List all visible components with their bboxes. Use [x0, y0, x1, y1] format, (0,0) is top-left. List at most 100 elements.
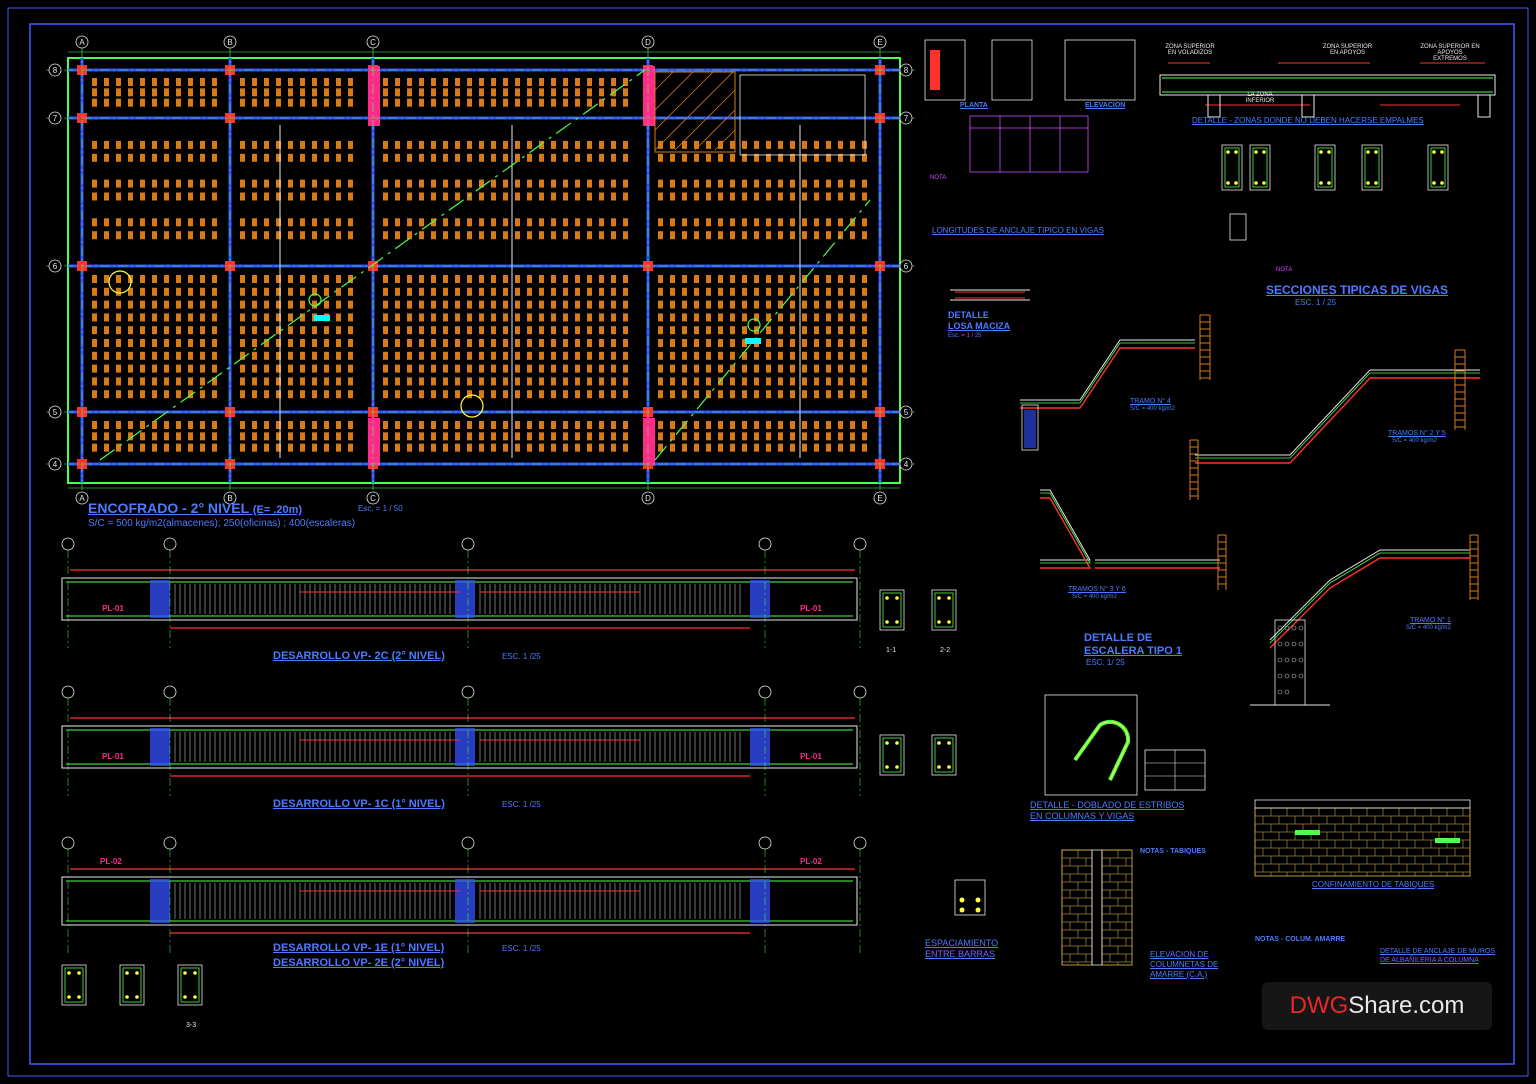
joist-brick: [212, 339, 217, 347]
joist-brick: [682, 287, 687, 296]
stirrup-bend-detail: [1044, 694, 1206, 796]
joist-brick: [336, 313, 341, 322]
joist-brick: [826, 300, 831, 309]
joist-brick: [527, 140, 532, 149]
joist-brick: [419, 390, 424, 399]
joist-brick: [503, 364, 508, 373]
joist-brick: [348, 275, 353, 283]
beam-vp1c-support: [750, 728, 770, 766]
joist-brick: [276, 300, 281, 309]
tramo-1-distribution-bars: [1269, 552, 1470, 644]
joist-brick: [300, 179, 305, 188]
tramo-2-5-distribution-bars: [1195, 372, 1480, 459]
joist-brick: [706, 313, 711, 322]
joist-brick: [252, 390, 257, 399]
joist-brick: [814, 364, 819, 373]
joist-brick: [407, 339, 412, 347]
rebar-dot: [895, 620, 899, 624]
slab-title-2: LOSA MACIZA: [948, 321, 1011, 331]
joist-brick: [515, 88, 520, 97]
joist-brick: [611, 78, 616, 86]
joist-brick: [276, 364, 281, 373]
joist-brick: [575, 351, 580, 360]
joist-brick: [670, 351, 675, 360]
joist-brick: [176, 98, 181, 107]
joist-brick: [563, 275, 568, 283]
joist-brick: [312, 88, 317, 97]
stair-foundation-stone: [1284, 657, 1290, 663]
joist-brick: [164, 98, 169, 107]
joist-brick: [200, 231, 205, 240]
axis-bubble: [223, 491, 237, 505]
cut-2-2-vp1e-stirrup: [122, 967, 142, 1003]
joist-brick: [730, 421, 735, 429]
joist-brick: [276, 339, 281, 347]
axis-label: 4: [53, 460, 58, 469]
beam-section-stirrup: [1364, 147, 1380, 188]
joist-brick: [140, 390, 145, 399]
joist-brick: [539, 88, 544, 97]
joist-brick: [300, 326, 305, 335]
axis-bubble: [641, 491, 655, 505]
joist-brick: [611, 377, 616, 386]
joist-brick: [467, 179, 472, 188]
joist-brick: [176, 339, 181, 347]
wall-elev-left-outline: [1061, 849, 1093, 966]
joist-brick: [264, 432, 269, 441]
joist-brick: [212, 88, 217, 97]
rebar-dot: [885, 741, 889, 745]
joist-brick: [324, 287, 329, 296]
joist-brick: [527, 326, 532, 335]
joist-brick: [599, 218, 604, 227]
joist-brick: [252, 179, 257, 188]
joist-brick: [212, 140, 217, 149]
joist-brick: [288, 179, 293, 188]
joist-brick: [754, 390, 759, 399]
joist-brick: [348, 98, 353, 107]
joist-brick: [718, 390, 723, 399]
cut-1-1-vp1c-stirrup: [882, 737, 902, 773]
joist-brick: [826, 313, 831, 322]
joist-brick: [407, 313, 412, 322]
joist-brick: [587, 313, 592, 322]
joist-brick: [790, 275, 795, 283]
joist-brick: [288, 421, 293, 429]
joist-brick: [200, 192, 205, 201]
joist-brick: [539, 78, 544, 86]
axis-bubble: [75, 35, 89, 49]
joist-brick: [116, 231, 121, 240]
beam-3-title-2: DESARROLLO VP- 2E (2° NIVEL): [273, 957, 445, 969]
beam-vp1c-axis-bubble: [461, 685, 475, 699]
joist-brick: [826, 432, 831, 441]
tabiques-confinement: CONFINAMIENTO DE TABIQUES: [1312, 880, 1435, 889]
joist-brick: [383, 377, 388, 386]
rebar-dot: [895, 596, 899, 600]
joist-brick: [611, 231, 616, 240]
joist-brick: [443, 351, 448, 360]
joist-brick: [336, 275, 341, 283]
joist-brick: [551, 432, 556, 441]
beam-vp1c-support: [150, 728, 170, 766]
joist-brick: [587, 364, 592, 373]
joist-brick: [527, 432, 532, 441]
joist-brick: [300, 78, 305, 86]
cut-1-1-vp1e-stirrup: [64, 967, 84, 1003]
joist-brick: [850, 300, 855, 309]
joist-brick: [658, 443, 663, 452]
joist-brick: [563, 421, 568, 429]
axis-label: 5: [904, 408, 909, 417]
joist-brick: [312, 421, 317, 429]
joist-brick: [790, 390, 795, 399]
joist-brick: [575, 275, 580, 283]
joist-brick: [467, 364, 472, 373]
joist-brick: [276, 140, 281, 149]
joist-brick: [116, 351, 121, 360]
joist-brick: [551, 275, 556, 283]
joist-brick: [623, 313, 628, 322]
joist-brick: [575, 421, 580, 429]
tramo4-load: S/C = 400 kg/m2: [1130, 406, 1175, 412]
joist-brick: [850, 179, 855, 188]
joist-brick: [431, 351, 436, 360]
joist-brick: [116, 313, 121, 322]
